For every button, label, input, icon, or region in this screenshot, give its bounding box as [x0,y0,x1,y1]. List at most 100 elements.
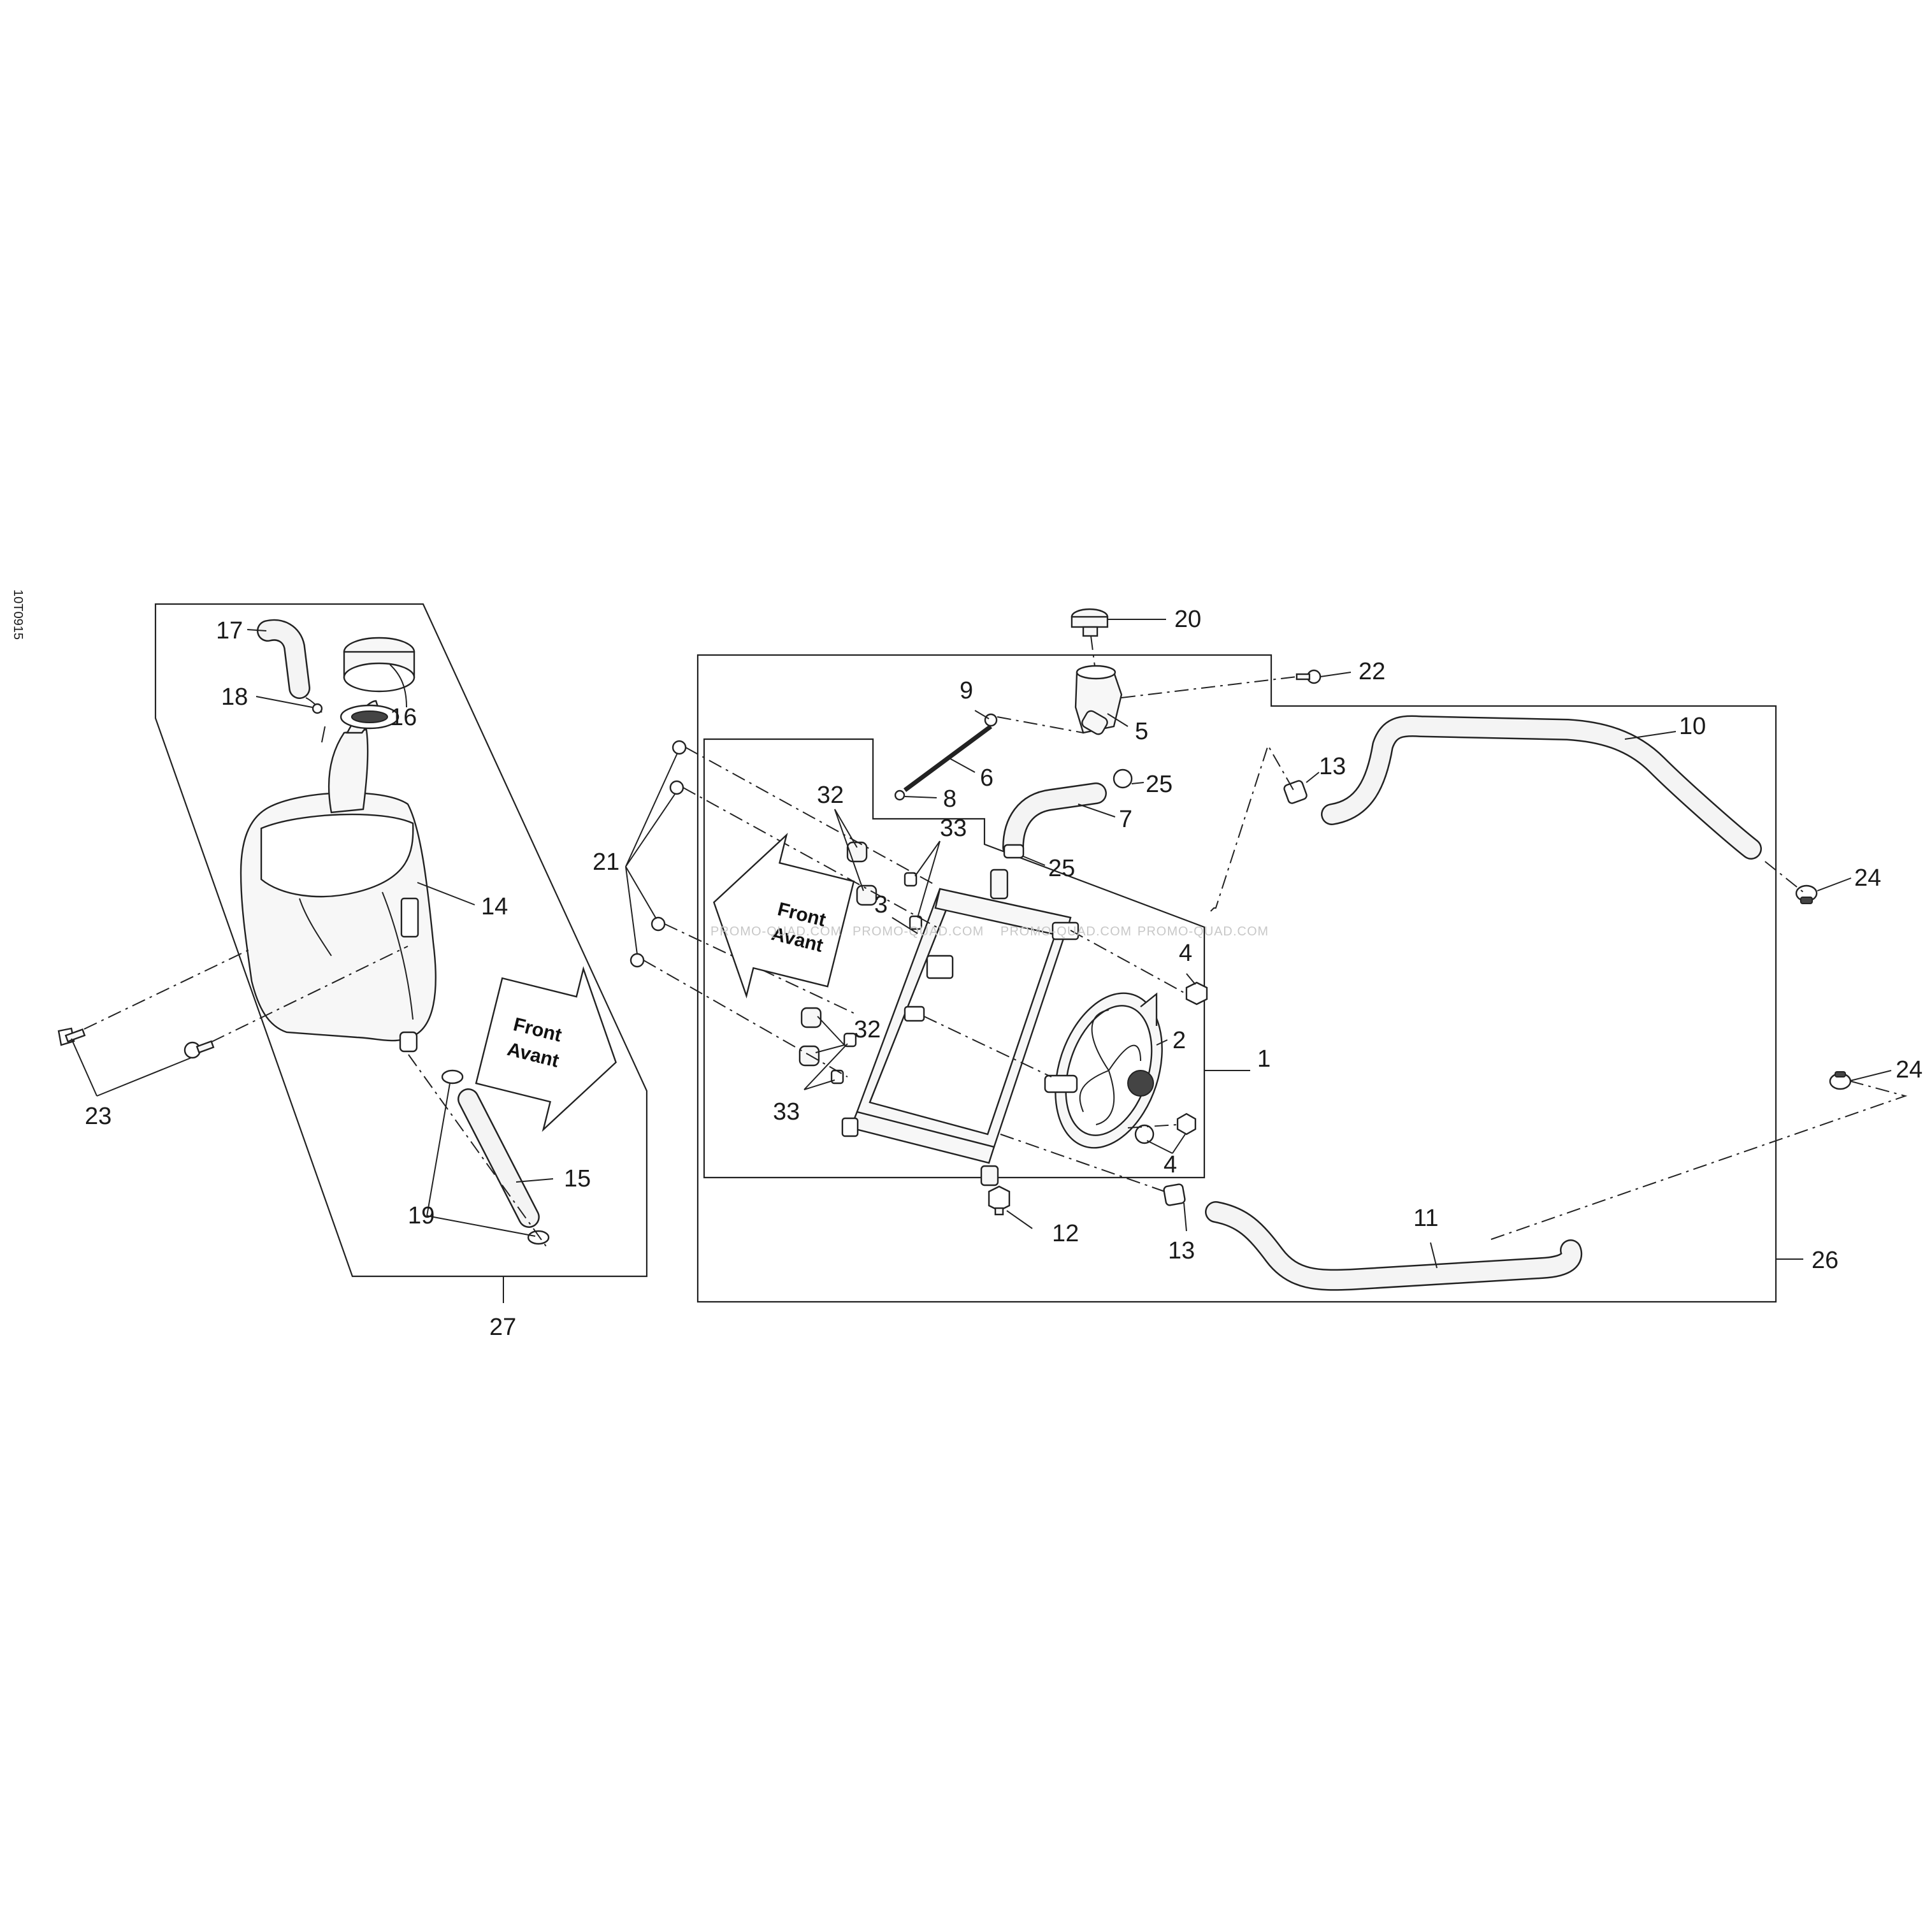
radiator-group-frame [696,654,1777,1303]
clamp-axis-lower [1490,1081,1908,1240]
grommet-32-c [800,1007,822,1028]
leader-25b [1023,856,1046,866]
callout-21: 21 [593,849,619,876]
callout-13a: 13 [1319,753,1346,780]
fan-axis-mid [923,1016,1052,1078]
callout-25b: 25 [1048,855,1075,882]
callout-24a: 24 [1854,865,1881,891]
callout-26: 26 [1812,1247,1838,1274]
filler-neck-housing [1074,665,1123,735]
leader-33a [914,840,941,877]
callout-1: 1 [1257,1046,1271,1072]
grommet-32-d [798,1045,820,1067]
watermark-2: PROMO-QUAD.COM [853,925,984,939]
grommet-32-b [856,884,877,906]
mounting-bolt-b [669,780,684,795]
spacer-33-d [830,1069,844,1085]
clamp-axis-upper [1764,861,1804,893]
reservoir-screw-inner [184,1040,215,1059]
hose-clamp-24-upper [1795,884,1818,904]
leader-21c [625,866,657,919]
vent-axis-line [997,716,1084,733]
leader-25a [1131,782,1144,784]
leader-10 [1624,731,1676,740]
hose-clamp-upper-b [1003,844,1025,859]
leader-13b [1183,1202,1187,1232]
callout-15: 15 [564,1165,591,1192]
leader-33b [917,840,941,918]
callout-2: 2 [1172,1027,1186,1054]
leader-4a [1186,973,1196,985]
leader-19b [426,1215,536,1237]
callout-18: 18 [221,684,248,710]
leader-15 [515,1178,554,1183]
reservoir-group-frame [154,603,648,1278]
leader-32b [834,809,864,891]
leader-11 [1430,1242,1438,1269]
callout-23: 23 [85,1103,112,1130]
hose-axis-lower [1000,1134,1165,1192]
callout-7: 7 [1119,806,1132,833]
bolt-axis-b [682,787,937,928]
drain-plug [988,1185,1011,1216]
hose-clamp-lower [527,1230,550,1245]
hose-clamp-13-lower [1163,1183,1186,1206]
leader-23b [96,1057,192,1097]
hose-clamp-13-upper [1283,780,1308,804]
leader-5 [1107,713,1128,727]
callout-16: 16 [390,704,417,731]
leader-21a [625,753,678,867]
leader-33c [804,1043,848,1090]
bolt-axis-a [685,747,937,886]
fan-axis-lower [1127,1124,1178,1128]
leader-32d [815,1044,845,1053]
overflow-hose [458,1088,540,1228]
spacer-33-b [909,915,923,930]
callout-9: 9 [960,677,973,704]
leader-33d [804,1079,835,1090]
hose-axis-line [408,1054,549,1250]
callout-3: 3 [874,891,888,918]
cap-axis-line [1090,635,1095,667]
callout-4a: 4 [1179,940,1192,967]
hose-clamp-upper [441,1069,464,1085]
upper-radiator-hose [1002,782,1107,858]
callout-32a: 32 [817,782,844,809]
callout-27: 27 [489,1314,516,1341]
leader-21b [625,793,676,867]
callout-17: 17 [216,617,243,644]
callout-11: 11 [1413,1205,1438,1232]
callout-6: 6 [980,765,993,791]
screw-axis-line-a [83,949,250,1030]
callout-14: 14 [481,893,508,920]
mounting-bolt-a [672,740,687,755]
leader-13a [1306,772,1320,783]
mounting-bolt-d [630,953,645,968]
fan-nut-upper [1185,981,1208,1006]
leader-24b [1850,1070,1892,1081]
callout-13b: 13 [1168,1237,1195,1264]
leader-17 [247,629,267,631]
lower-hose-long [1205,1201,1583,1291]
callout-33a: 33 [940,815,967,842]
callout-20: 20 [1174,606,1201,633]
vent-hose-elbow [257,619,310,699]
leader-3 [891,917,918,934]
callout-25a: 25 [1146,771,1172,798]
callout-22: 22 [1359,658,1385,685]
leader-12 [1006,1210,1033,1229]
callout-10: 10 [1679,713,1706,740]
bolt-axis-d [643,960,848,1078]
spacer-33-a [904,872,918,887]
leader-19a [426,1083,451,1216]
filler-neck-bolt [1295,669,1322,684]
front-direction-arrow-left: Front Avant [475,966,617,1132]
watermark-4: PROMO-QUAD.COM [1137,925,1269,939]
vent-hose-clip [305,697,326,743]
radiator-cap [1071,608,1109,637]
front-direction-arrow-right: Front Avant [712,832,855,999]
coolant-reservoir [240,700,436,1053]
leader-24a [1817,877,1852,891]
screw-axis-line-b [211,946,408,1042]
